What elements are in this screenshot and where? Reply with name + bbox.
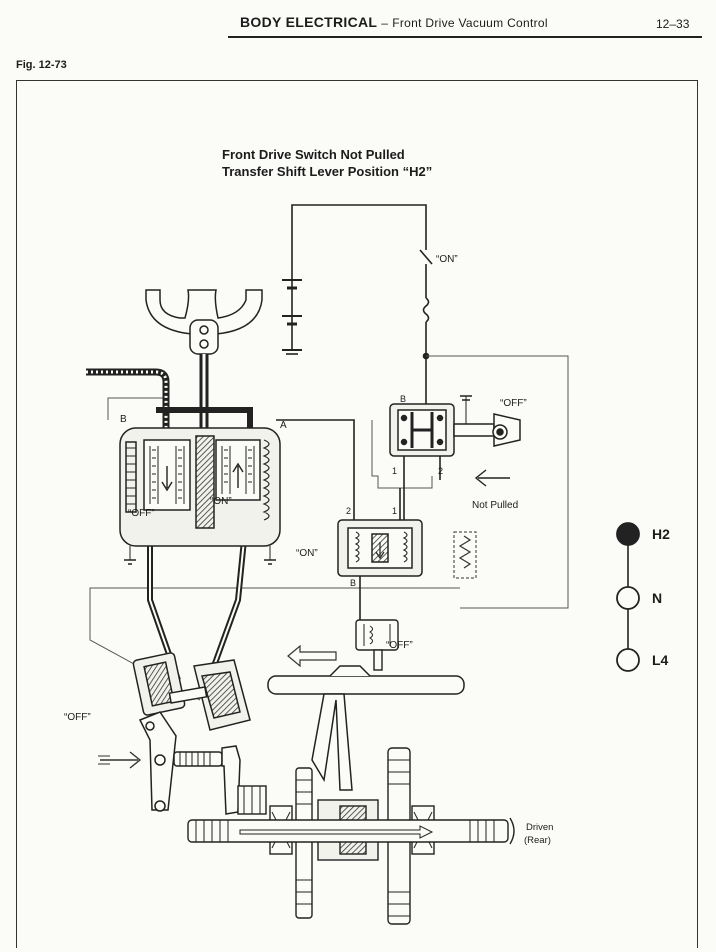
shift-position-indicator: H2N L4 (616, 522, 670, 672)
header-separator: – (381, 16, 389, 30)
solenoid-terminal-1-label: 1 (392, 506, 397, 516)
header-rule (228, 36, 702, 38)
page-number: 12–33 (656, 17, 690, 31)
wire-a-to-solenoid (276, 419, 355, 520)
switch-terminal-2-label: 2 (438, 466, 443, 476)
ignition-switch-on-label: “ON” (436, 254, 458, 265)
solenoid-on-label: “ON” (296, 548, 318, 559)
rotation-arrow-icon (509, 817, 515, 845)
vacuum-switching-valve (119, 427, 281, 565)
transfer-indicator-switch (355, 619, 399, 671)
transfer-gearbox (187, 747, 509, 925)
shift-direction-arrow-icon (287, 644, 337, 668)
linkage-input-arrow-icon (100, 751, 142, 769)
linkage-off-label: “OFF” (64, 712, 91, 723)
header-title: BODY ELECTRICAL–Front Drive Vacuum Contr… (240, 14, 548, 30)
solenoid-terminal-2-label: 2 (346, 506, 351, 516)
shift-position-dot-l4 (616, 648, 640, 672)
solenoid-terminal-b-label: B (350, 578, 356, 588)
linkage-input-arrow-tail (98, 755, 110, 765)
figure-title-line1: Front Drive Switch Not Pulled (222, 147, 405, 162)
header-section: BODY ELECTRICAL (240, 14, 378, 30)
linkage-lever (138, 711, 241, 815)
shift-position-dot-h2 (616, 522, 640, 546)
switch-terminal-b-label: B (400, 394, 406, 404)
shift-position-dot-n (616, 586, 640, 610)
indicator-switch-off-label: “OFF” (386, 640, 413, 651)
not-pulled-label: Not Pulled (472, 500, 518, 511)
figure-label: Fig. 12-73 (16, 59, 67, 71)
shift-position-label-h2: H2 (652, 526, 670, 542)
figure-title-line2: Transfer Shift Lever Position “H2” (222, 164, 433, 179)
front-drive-switch (389, 395, 521, 520)
shift-fork (267, 665, 465, 791)
vsv-terminal-b-label: B (120, 414, 127, 425)
electrical-circuit (282, 204, 433, 410)
vacuum-actuator (132, 652, 251, 731)
front-drive-switch-off-label: “OFF” (500, 398, 527, 409)
shift-position-label-n: N (652, 590, 662, 606)
figure-title: Front Drive Switch Not Pulled Transfer S… (222, 146, 432, 180)
vsv-left-off-label: “OFF” (128, 508, 155, 519)
not-pulled-arrow-icon (474, 469, 510, 487)
vacuum-manifold (145, 289, 263, 355)
solenoid-relay (337, 488, 423, 620)
driven-label-line1: Driven (526, 822, 553, 833)
shift-position-label-l4: L4 (652, 652, 669, 668)
page-header: BODY ELECTRICAL–Front Drive Vacuum Contr… (0, 0, 716, 40)
vsv-right-on-label: “ON” (210, 496, 232, 507)
vsv-terminal-a-label: A (280, 420, 287, 431)
header-subsection: Front Drive Vacuum Control (392, 16, 548, 30)
resistor (453, 531, 477, 579)
figure-frame (16, 80, 698, 948)
driven-label-line2: (Rear) (524, 835, 551, 846)
switch-terminal-1-label: 1 (392, 466, 397, 476)
